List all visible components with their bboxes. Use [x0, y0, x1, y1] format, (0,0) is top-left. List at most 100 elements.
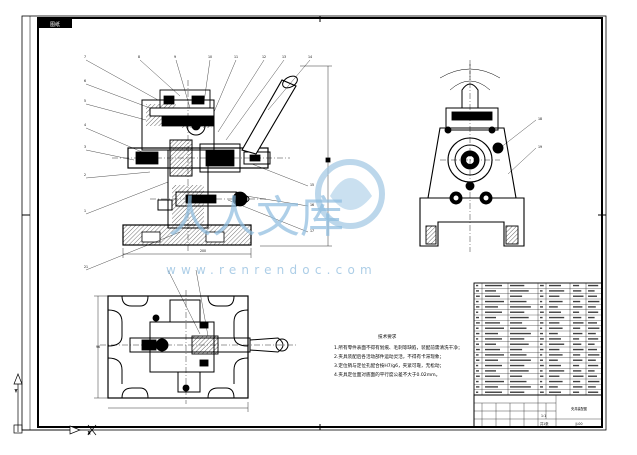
ucs-icon: Y X	[13, 373, 97, 435]
parts-list-cell-mark	[510, 364, 525, 367]
parts-list-cell-mark	[476, 295, 480, 297]
parts-list-cell-mark	[476, 316, 479, 319]
parts-list-cell-mark	[549, 375, 560, 377]
side-view	[419, 60, 537, 252]
parts-list-cell-mark	[485, 316, 496, 319]
parts-list-cell-mark	[573, 300, 581, 303]
parts-list-cell-mark	[510, 380, 527, 383]
parts-list-cell-mark	[540, 322, 544, 324]
title-block-scale: 1:1	[541, 414, 546, 418]
parts-list-cell-mark	[540, 311, 544, 313]
parts-list-cell-mark	[510, 391, 525, 393]
tech-requirements-heading: 技术要求	[378, 333, 397, 340]
parts-list-cell-mark	[476, 375, 480, 377]
parts-list-cell-mark	[485, 364, 502, 367]
parts-list-cell-mark	[485, 391, 502, 393]
parts-list-cell-mark	[476, 343, 479, 345]
parts-list-cell-mark	[476, 284, 479, 287]
parts-list-cell-mark	[588, 327, 600, 329]
parts-list-cell-mark	[549, 370, 565, 372]
parts-list-cell-mark	[549, 316, 565, 319]
parts-list-cell-mark	[485, 380, 504, 383]
tech-requirement-line: 3.定位销与定位孔配合按H7/g6，夹紧可靠，无松动；	[334, 362, 444, 369]
parts-list-cell-mark	[573, 327, 581, 329]
parts-list-cell-mark	[510, 338, 525, 340]
svg-text:15: 15	[310, 183, 314, 187]
parts-list-cell-mark	[549, 364, 561, 367]
parts-list-cell-mark	[476, 354, 479, 356]
parts-list-cell-mark	[573, 375, 584, 377]
svg-text:10: 10	[208, 55, 212, 59]
parts-list-cell-mark	[510, 370, 529, 372]
parts-list-cell-mark	[485, 354, 504, 356]
parts-list-cell-mark	[588, 348, 597, 351]
parts-list-cell-mark	[549, 322, 560, 324]
parts-list-cell-mark	[540, 306, 543, 308]
svg-text:6: 6	[84, 79, 86, 83]
parts-list-cell-mark	[485, 322, 500, 324]
parts-list-cell-mark	[549, 290, 565, 292]
parts-list-cell-mark	[510, 295, 523, 297]
parts-list-cell-mark	[485, 311, 502, 313]
parts-list-cell-mark	[540, 354, 543, 356]
parts-list-cell-mark	[573, 343, 582, 345]
title-block	[473, 394, 603, 428]
svg-text:1: 1	[84, 209, 86, 213]
parts-list-cell-mark	[573, 306, 583, 308]
parts-list-cell-mark	[540, 370, 543, 372]
front-view: 200	[112, 65, 332, 258]
tech-requirement-line: 4.夹具定位面对底面的平行度公差不大于0.02mm。	[334, 371, 440, 378]
parts-list-cell-mark	[549, 343, 565, 345]
parts-list-cell-mark	[588, 300, 600, 303]
parts-list-cell-mark	[540, 348, 544, 351]
parts-list-cell-mark	[549, 354, 563, 356]
parts-list-cell-mark	[540, 375, 544, 377]
parts-list-cell-mark	[540, 391, 544, 393]
parts-list-cell-mark	[540, 364, 544, 367]
parts-list-cell-mark	[588, 375, 597, 377]
parts-list-cell-mark	[573, 284, 580, 287]
title-block-name: 夹具装配图	[571, 406, 587, 411]
svg-text:14: 14	[308, 55, 312, 59]
parts-list-cell-mark	[573, 364, 580, 367]
parts-list-cell-mark	[540, 380, 543, 383]
parts-list-cell-mark	[549, 391, 561, 393]
svg-text:12: 12	[262, 55, 266, 59]
parts-list-cell-mark	[588, 386, 596, 388]
svg-text:13: 13	[282, 55, 286, 59]
parts-list-cell-mark	[573, 311, 580, 313]
parts-list-cell-mark	[588, 354, 600, 356]
parts-list-cell-mark	[485, 370, 496, 372]
part-number-18: 18	[538, 117, 542, 121]
parts-list-cell-mark	[510, 311, 525, 313]
parts-list-cell-mark	[549, 338, 561, 340]
parts-list-cell-mark	[588, 391, 599, 393]
parts-list-cell-mark	[573, 332, 583, 335]
parts-list-cell-mark	[485, 284, 502, 287]
parts-list-cell-mark	[476, 386, 480, 388]
parts-list-cell-mark	[573, 338, 580, 340]
parts-list-cell-mark	[588, 284, 599, 287]
parts-list-cell-mark	[476, 364, 479, 367]
parts-list-cell-mark	[573, 380, 581, 383]
parts-list-cell-mark	[510, 327, 527, 329]
parts-list-cell-mark	[549, 359, 558, 361]
parts-list-cell-mark	[485, 327, 504, 329]
parts-list	[473, 282, 603, 396]
parts-list-cell-mark	[510, 343, 529, 345]
parts-list-cell-mark	[588, 343, 595, 345]
parts-list-cell-mark	[510, 284, 525, 287]
parts-list-cell-mark	[485, 359, 498, 361]
svg-text:16: 16	[310, 203, 314, 207]
svg-text:21: 21	[84, 265, 88, 269]
parts-list-cell-mark	[588, 316, 595, 319]
parts-list-cell-mark	[573, 348, 584, 351]
parts-list-cell-mark	[573, 322, 584, 324]
parts-list-cell-mark	[476, 311, 479, 313]
watermark-url: www.renrendoc.com	[166, 263, 377, 277]
parts-list-cell-mark	[476, 322, 480, 324]
parts-list-cell-mark	[540, 295, 544, 297]
parts-list-cell-mark	[485, 290, 496, 292]
parts-list-cell-mark	[510, 386, 531, 388]
